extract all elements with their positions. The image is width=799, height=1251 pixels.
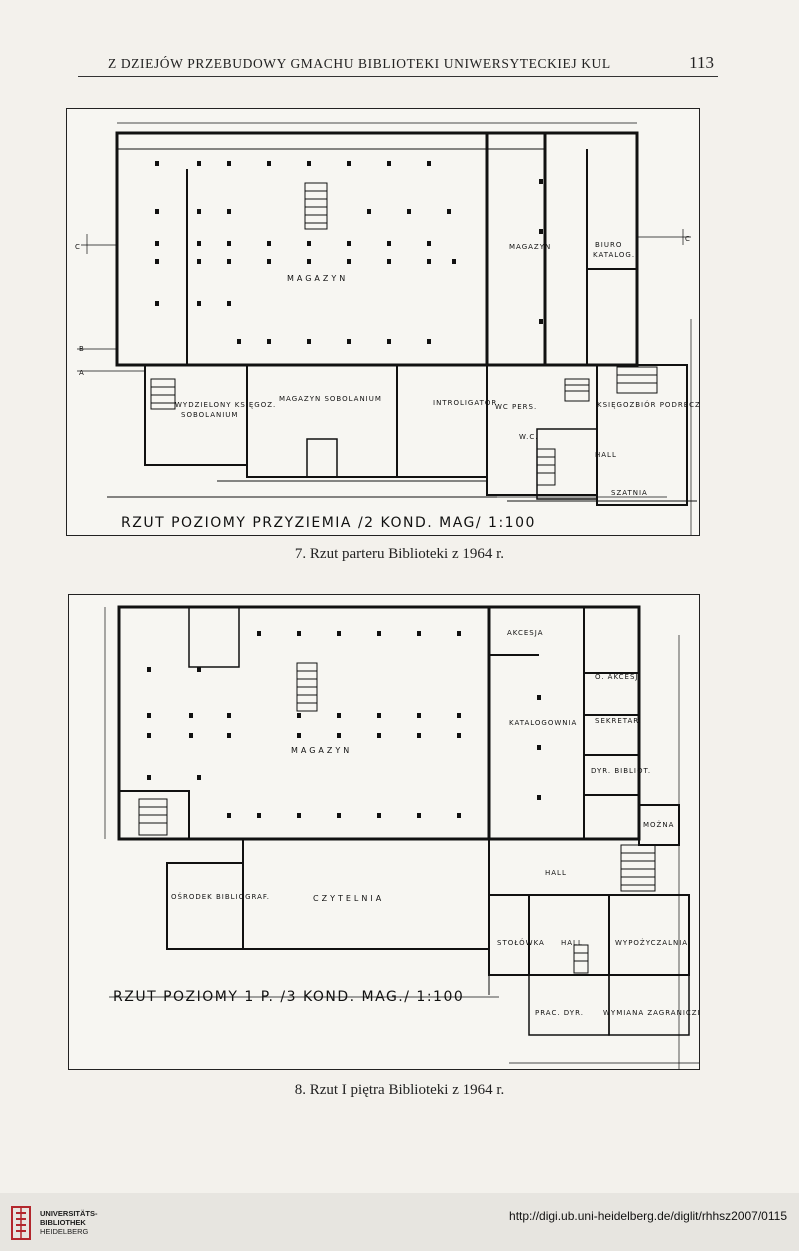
first-floor-drawing: MAGAZYN AKCESJA O. AKCESJI KATALOGOWNIA …	[104, 605, 699, 1069]
permalink-url[interactable]: http://digi.ub.uni-heidelberg.de/diglit/…	[509, 1209, 787, 1223]
label-hall-top: HALL	[545, 869, 567, 877]
label-czytelnia: CZYTELNIA	[313, 894, 384, 903]
library-seal-icon	[11, 1206, 31, 1240]
label-stolowka: STOŁÓWKA	[497, 938, 545, 947]
logo-line-1: UNIVERSITÄTS-	[40, 1209, 98, 1218]
label-wc-pers: WC PERS.	[495, 403, 537, 411]
label-wypozyczalnia: WYPOŻYCZALNIA	[615, 938, 688, 947]
label-magazyn: MAGAZYN	[291, 746, 352, 755]
label-magazyn-sobolanium: MAGAZYN SOBOLANIUM	[279, 395, 382, 403]
label-wydzielony: WYDZIELONY KSIĘGOZ.	[175, 401, 276, 409]
label-hall-bottom: HALL	[561, 939, 583, 947]
book-page: Z DZIEJÓW PRZEBUDOWY GMACHU BIBLIOTEKI U…	[0, 0, 799, 1193]
label-sekretar: SEKRETAR.	[595, 717, 642, 725]
axis-label-c-left: C	[75, 243, 81, 251]
plan-title-first-floor: RZUT POZIOMY 1 P. /3 KOND. MAG./ 1:100	[113, 989, 464, 1005]
floor-plan-first-floor: MAGAZYN AKCESJA O. AKCESJI KATALOGOWNIA …	[68, 594, 700, 1070]
caption-figure-7: 7. Rzut parteru Biblioteki z 1964 r.	[294, 546, 505, 562]
label-mozna: MOŻNA	[643, 820, 674, 829]
label-katalog: KATALOG.	[593, 251, 635, 259]
label-akcesja: AKCESJA	[507, 629, 543, 637]
axis-label-a: A	[79, 369, 85, 377]
label-szatnia: SZATNIA	[611, 489, 648, 497]
label-dyr-bibliot: DYR. BIBLIOT.	[591, 767, 651, 775]
label-ksiegozbior: KSIĘGOZBIÓR PODRĘCZNY	[597, 400, 699, 409]
digitization-footer: UNIVERSITÄTS- BIBLIOTHEK HEIDELBERG http…	[0, 1193, 799, 1251]
label-prac-dyr: PRAC. DYR.	[535, 1009, 584, 1017]
label-wc: W.C.	[519, 433, 538, 441]
label-magazyn-right: MAGAZYN	[509, 243, 551, 251]
label-wymiana: WYMIANA ZAGRANICZNA	[603, 1009, 699, 1017]
ground-floor-drawing: C C B A MAGAZYN MAGAZYN BIURO KATALOG. W…	[75, 122, 699, 535]
page-number: 113	[689, 53, 714, 72]
running-title: Z DZIEJÓW PRZEBUDOWY GMACHU BIBLIOTEKI U…	[108, 56, 611, 71]
library-logo[interactable]: UNIVERSITÄTS- BIBLIOTHEK HEIDELBERG	[8, 1203, 118, 1243]
axis-label-b: B	[79, 345, 85, 353]
label-magazyn-main: MAGAZYN	[287, 274, 348, 283]
axis-label-c-right: C	[685, 235, 691, 243]
floor-plan-ground-floor: C C B A MAGAZYN MAGAZYN BIURO KATALOG. W…	[66, 108, 700, 536]
logo-text: UNIVERSITÄTS- BIBLIOTHEK HEIDELBERG	[40, 1209, 98, 1236]
plan-title-ground-floor: RZUT POZIOMY PRZYZIEMIA /2 KOND. MAG/ 1:…	[121, 515, 536, 531]
logo-line-2: BIBLIOTHEK	[40, 1218, 86, 1227]
label-introligator: INTROLIGATOR	[433, 399, 497, 407]
label-o-akcesji: O. AKCESJI	[595, 673, 642, 681]
caption-figure-8: 8. Rzut I piętra Biblioteki z 1964 r.	[294, 1082, 505, 1098]
running-head: Z DZIEJÓW PRZEBUDOWY GMACHU BIBLIOTEKI U…	[78, 52, 718, 77]
logo-line-3: HEIDELBERG	[40, 1227, 89, 1236]
label-osrodek: OŚRODEK BIBLIOGRAF.	[171, 892, 270, 901]
label-katalogownia: KATALOGOWNIA	[509, 719, 577, 727]
label-sobolanium-small: SOBOLANIUM	[181, 411, 238, 419]
label-hall: HALL	[595, 451, 617, 459]
label-biuro: BIURO	[595, 241, 622, 249]
